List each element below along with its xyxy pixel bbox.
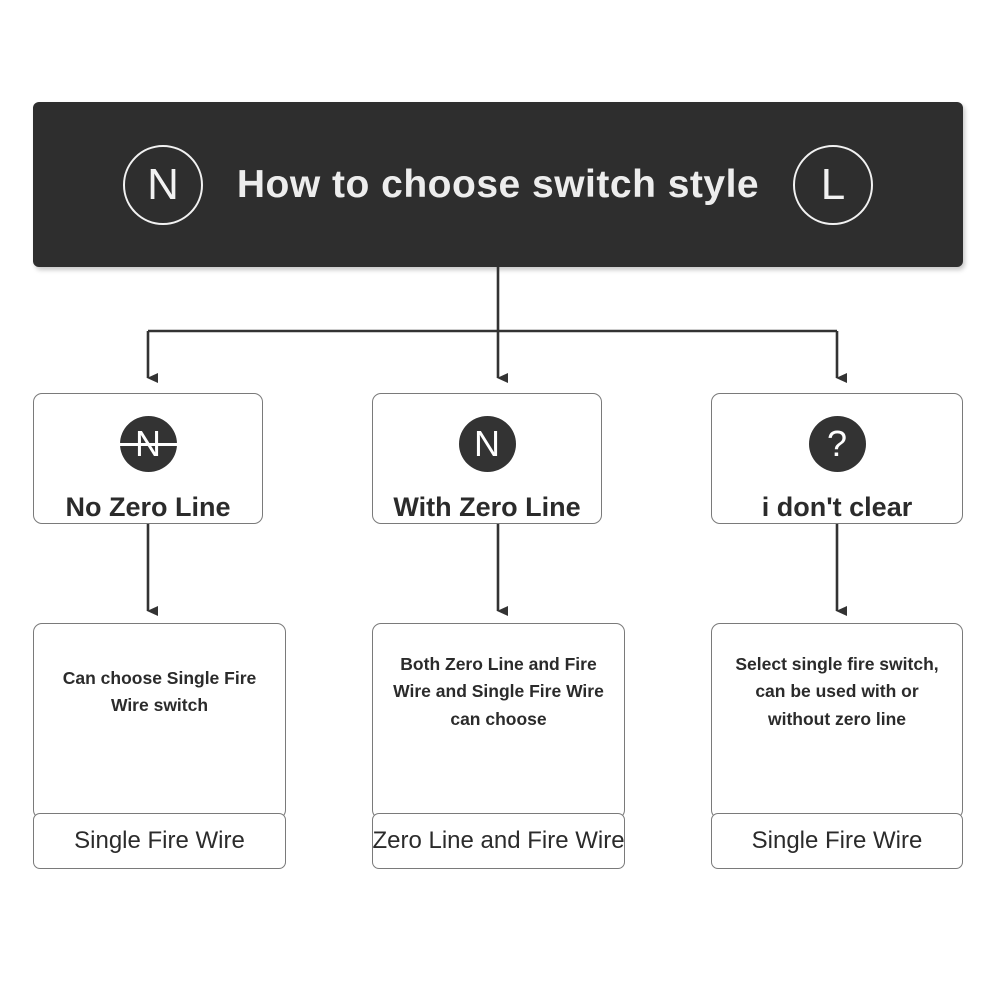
decision-label-no-zero-line: No Zero Line bbox=[65, 492, 231, 522]
result-box-with-zero-line[interactable]: Both Zero Line and Fire Wire and Single … bbox=[372, 623, 625, 819]
result-footer-with-zero-line[interactable]: Zero Line and Fire Wire bbox=[372, 813, 625, 869]
header-content: N How to choose switch style L bbox=[33, 144, 963, 225]
result-footer-i-dont-clear[interactable]: Single Fire Wire bbox=[711, 813, 963, 869]
decision-box-i-dont-clear[interactable]: ? i don't clear bbox=[711, 393, 963, 524]
result-box-i-dont-clear[interactable]: Select single fire switch, can be used w… bbox=[711, 623, 963, 819]
decision-box-with-zero-line[interactable]: N With Zero Line bbox=[372, 393, 602, 524]
neutral-wire-crossed-icon: N bbox=[112, 416, 184, 472]
decision-box-no-zero-line[interactable]: N No Zero Line bbox=[33, 393, 263, 524]
neutral-wire-icon: N bbox=[458, 416, 516, 472]
result-description-i-dont-clear: Select single fire switch, can be used w… bbox=[735, 654, 939, 729]
live-wire-badge-icon: L bbox=[793, 144, 873, 225]
question-mark-icon: ? bbox=[808, 416, 866, 472]
page-title: How to choose switch style bbox=[236, 162, 760, 206]
neutral-wire-badge-icon: N bbox=[123, 144, 203, 225]
decision-label-with-zero-line: With Zero Line bbox=[393, 492, 581, 522]
result-footer-no-zero-line[interactable]: Single Fire Wire bbox=[33, 813, 286, 869]
header-banner: N How to choose switch style L bbox=[33, 102, 963, 267]
result-description-no-zero-line: Can choose Single Fire Wire switch bbox=[62, 667, 257, 715]
result-description-with-zero-line: Both Zero Line and Fire Wire and Single … bbox=[393, 654, 604, 729]
result-box-no-zero-line[interactable]: Can choose Single Fire Wire switch bbox=[33, 623, 286, 819]
decision-label-i-dont-clear: i don't clear bbox=[761, 492, 913, 522]
